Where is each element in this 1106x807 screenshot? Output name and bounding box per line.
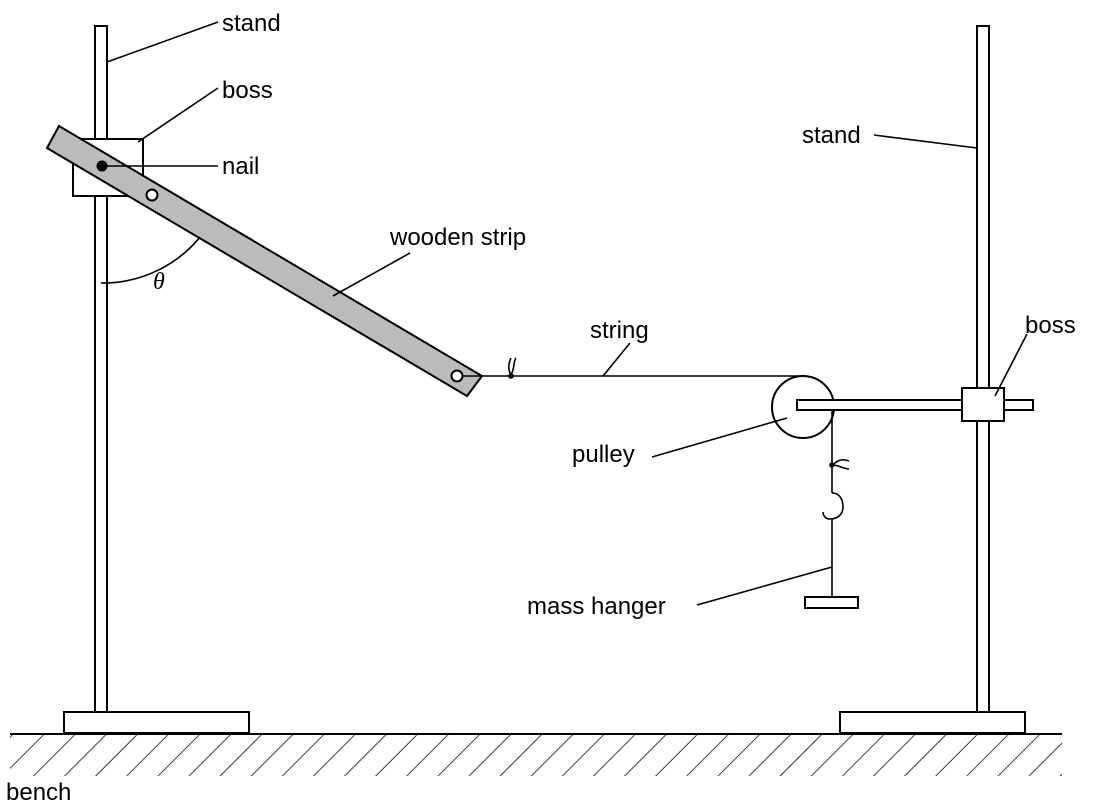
label-string: string: [590, 317, 649, 344]
right-stand-base: [839, 711, 1026, 734]
label-mass-hanger: mass hanger: [527, 593, 666, 620]
mass-hanger-base: [804, 596, 859, 609]
leader-boss-left: [137, 87, 219, 143]
left-stand: [63, 25, 250, 734]
left-stand-base: [63, 711, 250, 734]
leader-stand-left: [106, 21, 219, 63]
bench: [10, 733, 1062, 776]
leader-pulley: [651, 417, 788, 458]
leader-wooden-strip: [332, 252, 411, 297]
label-boss-right: boss: [1025, 312, 1076, 339]
mass-hanger: [804, 409, 859, 609]
leader-mass-hanger: [696, 566, 833, 606]
leader-string: [602, 342, 631, 377]
right-stand: [839, 25, 1026, 734]
wooden-strip: [45, 124, 484, 398]
label-wooden-strip: wooden strip: [389, 224, 526, 251]
left-stand-rod: [94, 25, 108, 713]
leader-boss-right: [994, 333, 1028, 397]
label-pulley: pulley: [572, 441, 635, 468]
label-nail: nail: [222, 153, 259, 180]
pulley-support-rod: [796, 399, 1034, 411]
label-boss-left: boss: [222, 77, 273, 104]
string: [462, 357, 806, 379]
label-theta: θ: [153, 269, 165, 295]
string-knot-tails-2: [832, 459, 850, 470]
label-stand-right: stand: [802, 122, 861, 149]
string-knot-1: [508, 373, 514, 379]
bench-hatching: [10, 734, 1062, 776]
right-boss: [961, 387, 1005, 422]
strip-hole-1: [145, 188, 159, 202]
label-bench: bench: [6, 779, 71, 806]
label-stand-left: stand: [222, 10, 281, 37]
strip-hole-2: [450, 369, 464, 383]
right-stand-rod: [976, 25, 990, 713]
mass-hanger-hook: [822, 492, 844, 520]
leader-lines: [102, 21, 1028, 606]
string-knot-tails-1: [507, 357, 517, 376]
leader-stand-right: [873, 134, 978, 149]
angle-arc: [100, 231, 205, 284]
